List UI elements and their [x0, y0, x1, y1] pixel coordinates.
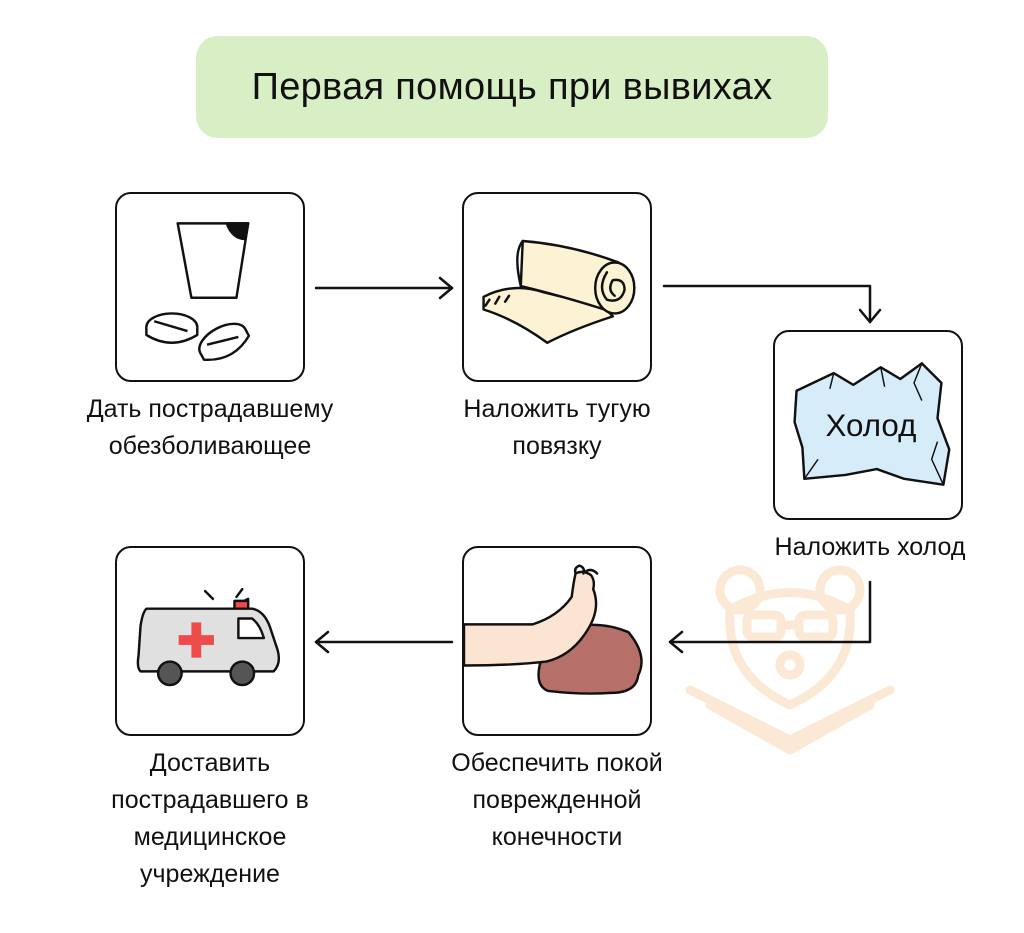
step-label-cold: Наложить холод: [774, 533, 966, 561]
arrow-step1-to-step2: [314, 276, 454, 300]
step-card-rest: [462, 546, 652, 736]
step-card-painkiller: [115, 192, 305, 382]
diagram-title: Первая помощь при вывихах: [251, 65, 773, 108]
ice-label: Холод: [825, 408, 916, 443]
arrow-step4-to-step5: [314, 630, 454, 654]
step-card-cold: Холод: [773, 330, 963, 520]
step-card-bandage: [462, 192, 652, 382]
bear-watermark-icon: [685, 565, 895, 755]
leg-on-pillow-icon: [464, 564, 643, 695]
ice-icon: Холод: [793, 362, 951, 486]
arrow-step2-to-step3: [662, 284, 882, 324]
pills-and-glass-icon: [145, 222, 251, 361]
title-banner: Первая помощь при вывихах: [196, 36, 828, 138]
bandage-roll-icon: [482, 239, 636, 345]
step-card-ambulance: [115, 546, 305, 736]
ambulance-icon: [136, 587, 281, 687]
